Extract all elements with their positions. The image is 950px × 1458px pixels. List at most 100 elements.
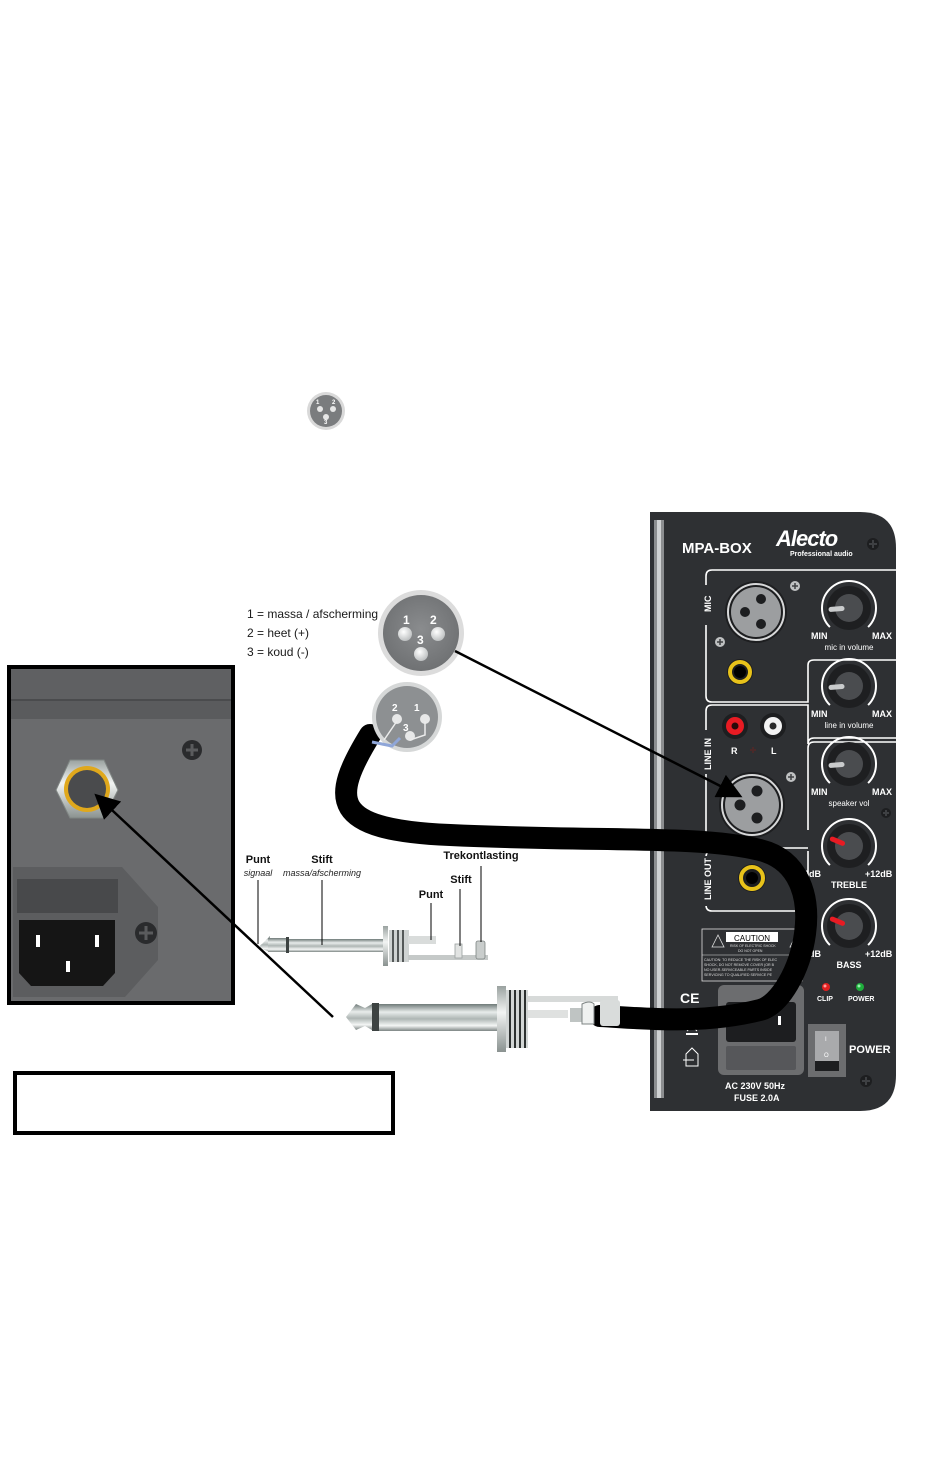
rca-input-right bbox=[722, 713, 748, 739]
small-xlr-pin-1: 1 bbox=[316, 400, 320, 406]
svg-text:DO NOT OPEN: DO NOT OPEN bbox=[738, 949, 763, 953]
mic-xlr-input bbox=[725, 581, 787, 643]
pin-number-1: 1 bbox=[403, 613, 410, 627]
screw-icon bbox=[790, 581, 800, 591]
label-stift-sleeve-sub: massa/afscherming bbox=[282, 868, 362, 878]
knob-name-label: mic in volume bbox=[825, 643, 874, 652]
svg-text:CAUTION: TO REDUCE THE RISK OF: CAUTION: TO REDUCE THE RISK OF ELEC bbox=[704, 958, 777, 962]
xlr-legend-pin3: 3 = koud (-) bbox=[247, 645, 309, 659]
label-stift-sleeve: Stift bbox=[311, 854, 333, 866]
indoor-use-icon bbox=[683, 1047, 699, 1067]
pin-number-2: 2 bbox=[430, 613, 437, 627]
knob-max-label: MAX bbox=[872, 631, 892, 641]
svg-text:RISK OF ELECTRIC SHOCK: RISK OF ELECTRIC SHOCK bbox=[730, 944, 776, 948]
clip-led bbox=[822, 983, 830, 991]
power-switch-off: O bbox=[824, 1053, 829, 1059]
label-trekontlasting: Trekontlasting bbox=[443, 850, 519, 862]
svg-text:Professional audio: Professional audio bbox=[790, 551, 853, 558]
rca-input-left bbox=[760, 713, 786, 739]
led-label-power: POWER bbox=[848, 996, 874, 1003]
xlr-legend-pin2: 2 = heet (+) bbox=[247, 626, 310, 640]
knob-cap bbox=[835, 832, 863, 860]
screw-icon bbox=[715, 637, 725, 647]
panel-model: MPA-BOX bbox=[682, 540, 752, 557]
knob-min-label: MIN bbox=[811, 787, 828, 797]
knob-scale-arc bbox=[821, 898, 877, 946]
label-punt-tip: Punt bbox=[245, 854, 271, 866]
svg-text:Alecto: Alecto bbox=[775, 526, 838, 551]
screw-icon bbox=[786, 772, 796, 782]
small-xlr-pin-3: 3 bbox=[324, 420, 328, 426]
pin-number-3: 3 bbox=[417, 633, 424, 647]
iec-socket-inset bbox=[13, 867, 158, 997]
knob-pointer bbox=[828, 762, 845, 768]
knob-mic-in-volume[interactable]: MIN MAX mic in volume bbox=[811, 580, 892, 652]
knob-max-label: +12dB bbox=[865, 869, 893, 879]
svg-text:SERVICING TO QUALIFIED SERVICE: SERVICING TO QUALIFIED SERVICE PE bbox=[704, 973, 773, 977]
plug-pin-2: 2 bbox=[392, 703, 398, 714]
section-line-in-label: LINE IN bbox=[703, 738, 713, 770]
knob-scale-arc bbox=[821, 818, 877, 866]
plug-pin-3: 3 bbox=[403, 723, 409, 734]
mic-jack-input bbox=[727, 659, 753, 685]
arrow-xlr-to-line-in bbox=[454, 649, 743, 798]
knob-name-label: line in volume bbox=[825, 721, 874, 730]
audio-cable bbox=[335, 724, 818, 1031]
line-out-jack bbox=[738, 864, 766, 892]
power-switch-label: POWER bbox=[849, 1044, 891, 1056]
knob-name-label: BASS bbox=[836, 960, 861, 970]
screw-icon bbox=[750, 747, 756, 753]
knob-min-label: MIN bbox=[811, 709, 828, 719]
rear-panel-inset bbox=[7, 665, 235, 1005]
knob-cap bbox=[835, 672, 863, 700]
knob-cap bbox=[835, 912, 863, 940]
section-line-out-label: LINE OUT bbox=[703, 857, 713, 900]
knob-max-label: +12dB bbox=[865, 949, 893, 959]
small-xlr-pin-2: 2 bbox=[332, 400, 336, 406]
jack-plug-diagram bbox=[260, 926, 488, 966]
ce-mark: CE bbox=[680, 990, 699, 1006]
label-stift-inner: Stift bbox=[450, 874, 472, 886]
svg-text:NO USER-SERVICEABLE PARTS INSI: NO USER-SERVICEABLE PARTS INSIDE bbox=[704, 968, 773, 972]
label-punt-inner: Punt bbox=[418, 889, 444, 901]
screw-icon bbox=[135, 922, 157, 944]
xlr-plug-wired: 2 1 3 bbox=[371, 682, 442, 752]
caption-box bbox=[13, 1071, 395, 1135]
power-switch[interactable]: I O bbox=[808, 1024, 846, 1077]
jack-plug-assembled bbox=[346, 986, 620, 1052]
screw-icon bbox=[860, 1075, 872, 1087]
mains-rating-line2: FUSE 2.0A bbox=[734, 1093, 780, 1103]
section-mic-label: MIC bbox=[703, 595, 713, 612]
jack-label-leaders bbox=[257, 866, 482, 946]
small-xlr-icon: 1 2 3 bbox=[307, 392, 345, 430]
led-label-clip: CLIP bbox=[817, 996, 833, 1003]
knob-cap bbox=[835, 594, 863, 622]
arrow-jack-to-speaker-out bbox=[94, 793, 334, 1018]
power-switch-on: I bbox=[825, 1037, 827, 1043]
alecto-logo: Alecto Professional audio bbox=[775, 526, 853, 558]
knob-max-label: MAX bbox=[872, 787, 892, 797]
power-led bbox=[856, 983, 864, 991]
screw-icon bbox=[182, 740, 202, 760]
svg-text:CAUTION: CAUTION bbox=[734, 934, 770, 943]
knob-name-label: TREBLE bbox=[831, 880, 867, 890]
xlr-legend-pin1: 1 = massa / afscherming bbox=[247, 607, 379, 621]
line-in-xlr-input bbox=[719, 772, 785, 838]
svg-text:SHOCK, DO NOT REMOVE COVER (OR: SHOCK, DO NOT REMOVE COVER (OR B bbox=[704, 963, 775, 967]
screw-icon bbox=[867, 538, 879, 550]
knob-name-label: speaker vol bbox=[829, 799, 870, 808]
plug-pin-1: 1 bbox=[414, 703, 420, 714]
knob-pointer bbox=[829, 836, 846, 846]
rca-label-l: L bbox=[771, 746, 777, 756]
knob-min-label: MIN bbox=[811, 631, 828, 641]
knob-min-label: -12dB bbox=[796, 869, 822, 879]
knob-pointer bbox=[828, 684, 845, 690]
knob-scale-arc bbox=[821, 736, 877, 784]
knob-pointer bbox=[828, 606, 845, 612]
xlr-pinout-diagram: 1 2 3 bbox=[378, 590, 464, 676]
